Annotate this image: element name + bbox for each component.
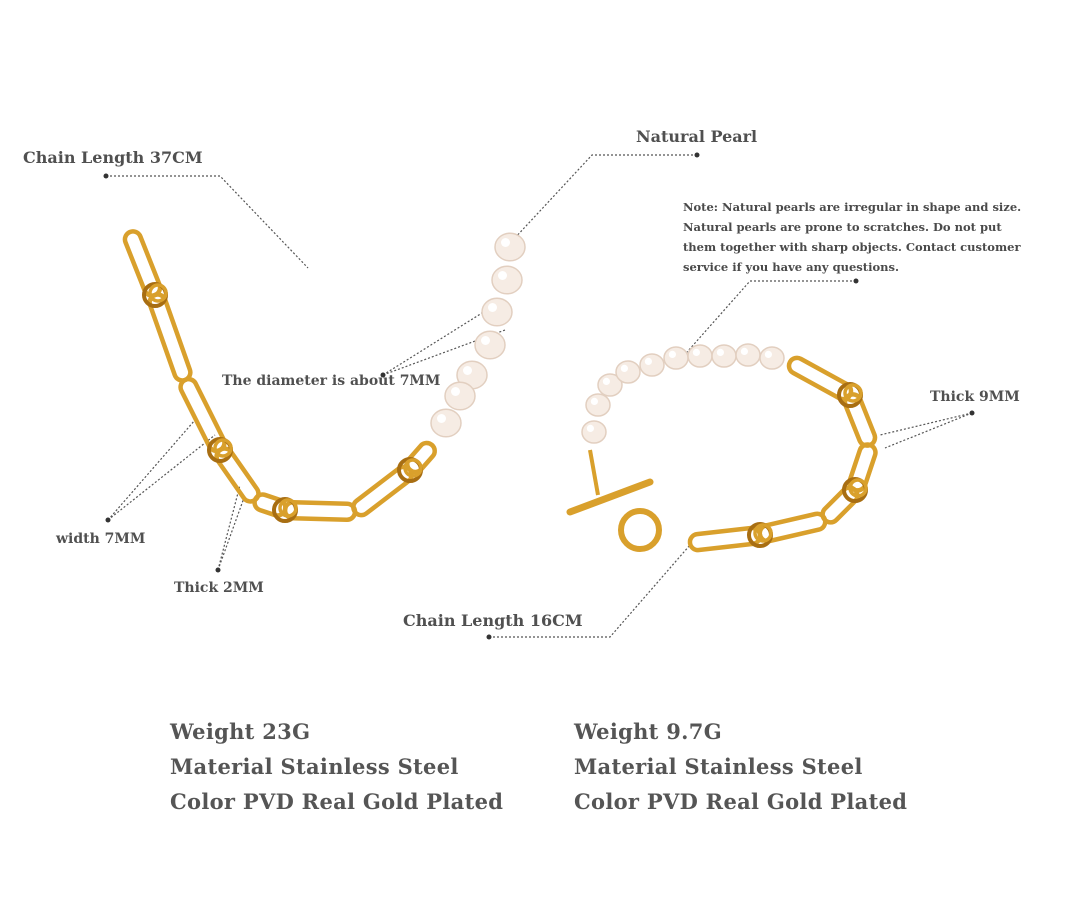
- natural-pearl-label: Natural Pearl: [636, 127, 758, 146]
- chain-link: [122, 229, 163, 298]
- pearl: [444, 381, 476, 411]
- chain-knot: [213, 438, 233, 458]
- pearl: [639, 353, 665, 377]
- toggle-connector: [588, 449, 600, 496]
- pearl-highlight: [501, 238, 510, 247]
- pearl-care-note: Note: Natural pearls are irregular in sh…: [683, 197, 1033, 277]
- chain-knot: [148, 283, 168, 303]
- note-line: service if you have any questions.: [683, 260, 899, 274]
- bracelet-specs: Weight 9.7G Material Stainless Steel Col…: [574, 714, 907, 819]
- leader-dots: [103, 152, 975, 640]
- leader-lines: [106, 154, 973, 638]
- pearl-highlight: [590, 397, 599, 405]
- necklace-width-label: width 7MM: [56, 531, 146, 547]
- pearl-highlight: [481, 336, 490, 345]
- chain-knot: [753, 523, 773, 543]
- pearl-highlight: [498, 271, 507, 280]
- pearl-highlight: [740, 347, 749, 355]
- note-line: them together with sharp objects. Contac…: [683, 240, 1021, 254]
- chain-knot: [278, 498, 298, 518]
- bracelet-material: Material Stainless Steel: [574, 754, 863, 779]
- pearl: [474, 330, 506, 360]
- pearl: [615, 360, 641, 384]
- bracelet-chain-length-label: Chain Length 16CM: [403, 611, 583, 630]
- pearl: [735, 343, 761, 367]
- pearl-highlight: [764, 350, 773, 358]
- pearl: [759, 346, 785, 370]
- pearl: [687, 344, 713, 368]
- pearl: [711, 344, 737, 368]
- toggle-ring: [618, 508, 662, 552]
- pearl-highlight: [716, 348, 725, 356]
- pearl-highlight: [602, 377, 611, 385]
- necklace-chain-length-label: Chain Length 37CM: [23, 148, 203, 167]
- chain-link: [405, 440, 437, 475]
- pearl: [663, 346, 689, 370]
- pearl: [494, 232, 526, 262]
- pearl: [581, 420, 607, 444]
- necklace-weight: Weight 23G: [170, 719, 311, 744]
- pearl-highlight: [692, 348, 701, 356]
- note-line: Note: Natural pearls are irregular in sh…: [683, 200, 1022, 214]
- necklace-color: Color PVD Real Gold Plated: [170, 789, 504, 814]
- necklace-material: Material Stainless Steel: [170, 754, 459, 779]
- chain-knot: [843, 383, 863, 403]
- pearl-highlight: [437, 414, 446, 423]
- pearl-highlight: [451, 387, 460, 396]
- toggle-bar: [566, 478, 654, 516]
- pearl-highlight: [488, 303, 497, 312]
- chain-knot: [848, 478, 868, 498]
- pearl: [481, 297, 513, 327]
- note-line: Natural pearls are prone to scratches. D…: [683, 220, 1002, 234]
- pearl-diameter-label: The diameter is about 7MM: [222, 373, 441, 389]
- pearl-highlight: [586, 424, 595, 432]
- pearl: [430, 408, 462, 438]
- pearl-highlight: [463, 366, 472, 375]
- bracelet-thick-label: Thick 9MM: [930, 389, 1020, 405]
- necklace-specs: Weight 23G Material Stainless Steel Colo…: [170, 714, 503, 819]
- pearl: [491, 265, 523, 295]
- bracelet-weight: Weight 9.7G: [574, 719, 722, 744]
- pearl-highlight: [644, 357, 653, 365]
- pearl: [585, 393, 611, 417]
- pearl-highlight: [668, 350, 677, 358]
- chain-link: [687, 525, 763, 553]
- necklace-thick-label: Thick 2MM: [174, 580, 264, 596]
- pearl-highlight: [620, 364, 629, 372]
- chain-knot: [403, 458, 423, 478]
- bracelet-color: Color PVD Real Gold Plated: [574, 789, 908, 814]
